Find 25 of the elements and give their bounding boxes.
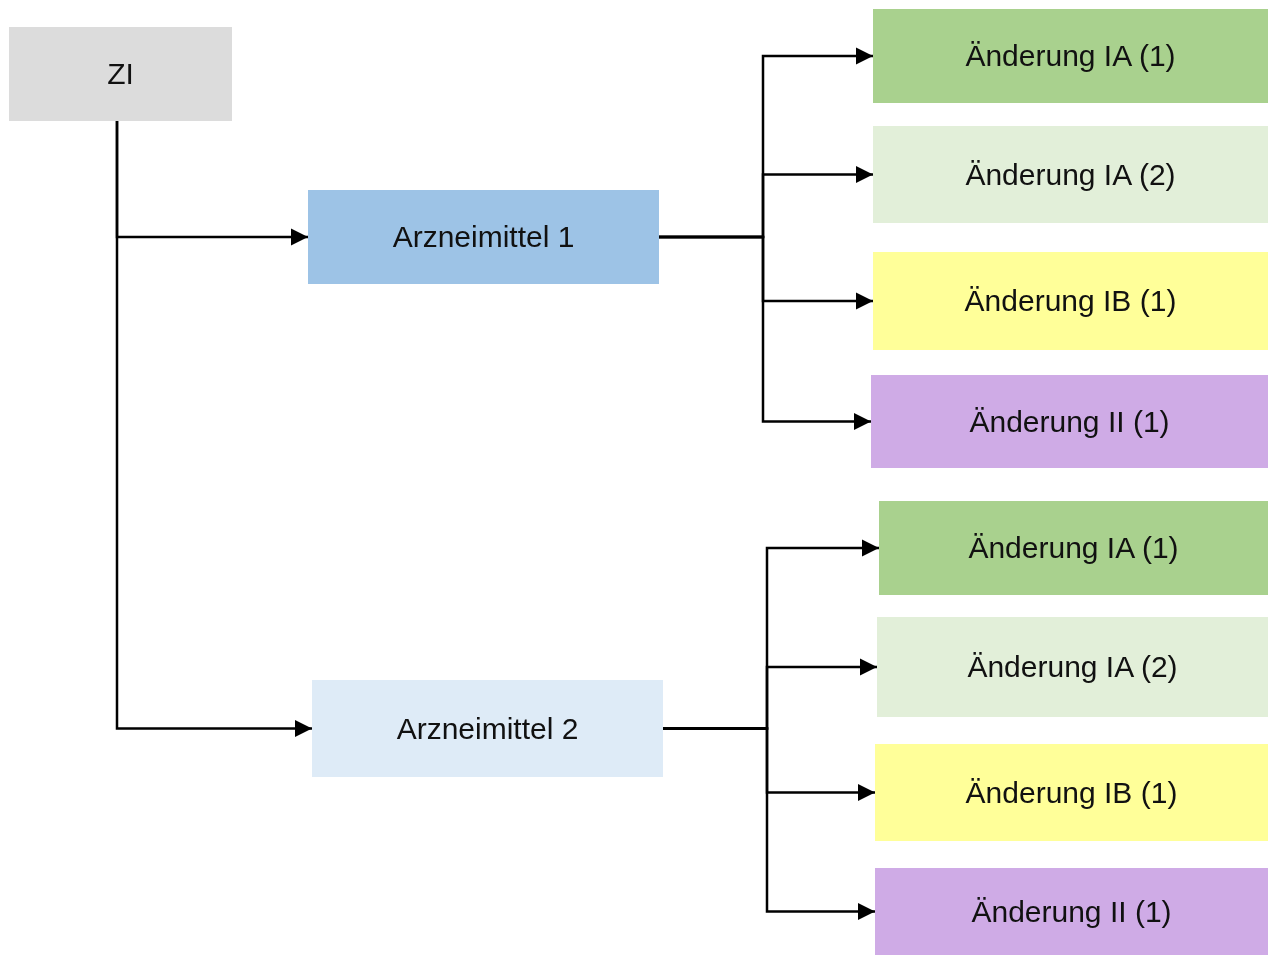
- box-label: Arzneimittel 2: [396, 711, 579, 746]
- process-box: [877, 617, 1268, 717]
- box-label: Änderung II (1): [969, 404, 1170, 439]
- process-box: [873, 9, 1268, 103]
- box-label: Arzneimittel 1: [392, 220, 575, 254]
- process-box: [308, 190, 659, 284]
- process-box: [875, 868, 1268, 955]
- box-label: Änderung IA (2): [967, 650, 1178, 684]
- box-label: Änderung IA (2): [965, 157, 1176, 192]
- arrow: [663, 727, 875, 921]
- arrow: [115, 121, 312, 738]
- box-label: Änderung IB (1): [964, 284, 1177, 318]
- box-label: ZI: [107, 57, 134, 91]
- box-label: Änderung IA (1): [965, 39, 1176, 73]
- box-label: Änderung IA (1): [968, 531, 1179, 565]
- box-label: Änderung II (1): [971, 894, 1172, 929]
- root-box: [9, 27, 232, 121]
- process-box: [873, 126, 1268, 223]
- process-box: [871, 375, 1268, 468]
- process-box: [875, 744, 1268, 841]
- process-box: [879, 501, 1268, 595]
- box-label: Änderung IB (1): [965, 775, 1178, 810]
- arrow: [659, 235, 871, 431]
- process-box: [312, 680, 663, 777]
- process-box: [873, 252, 1268, 350]
